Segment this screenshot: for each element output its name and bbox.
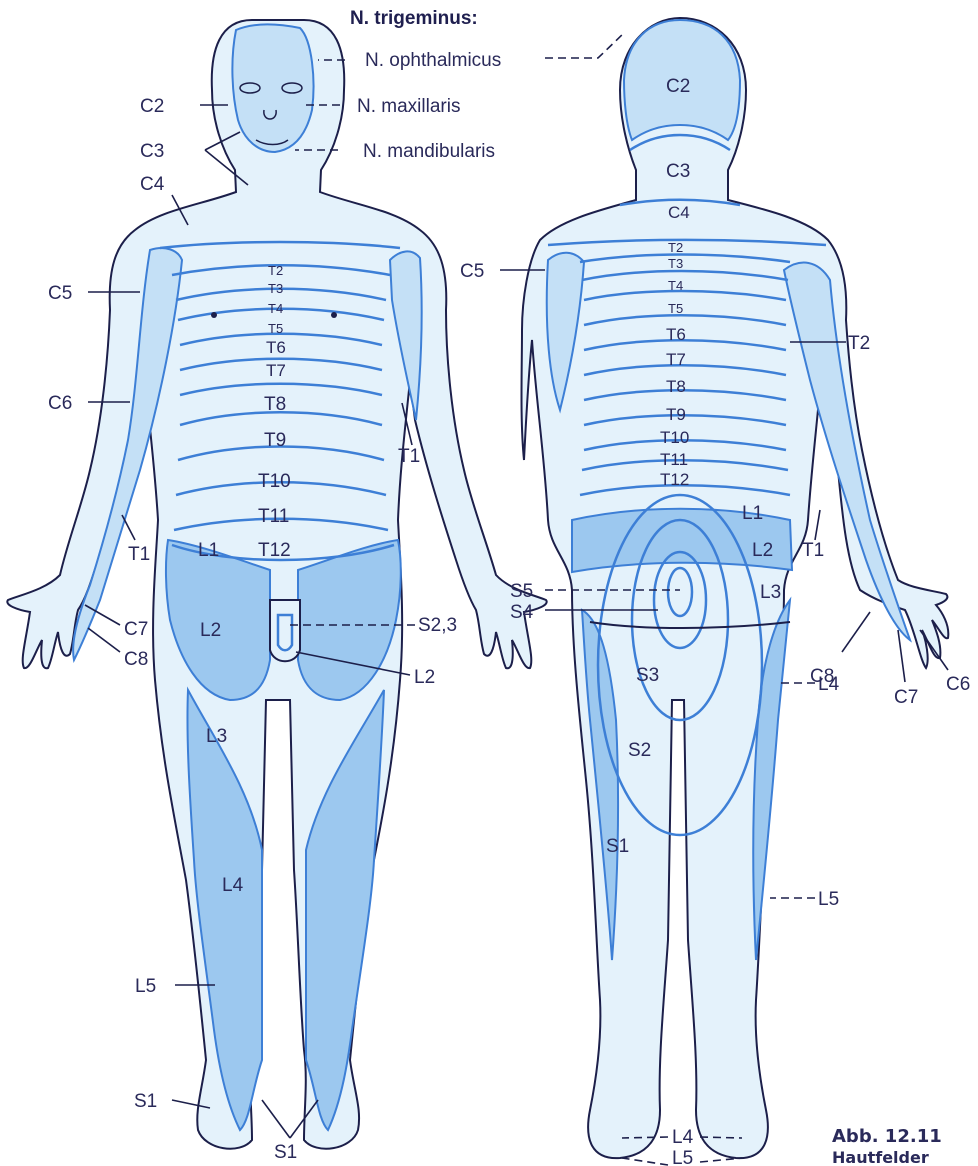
front-label-s1-foot: S1 — [274, 1142, 297, 1163]
back-label-t7: T7 — [666, 350, 686, 369]
back-label-t2: T2 — [668, 240, 683, 255]
front-figure — [7, 20, 546, 1149]
figure-caption: Hautfelder — [832, 1148, 929, 1166]
front-body-outline — [7, 20, 546, 1149]
front-label-t3: T3 — [268, 281, 283, 296]
back-label-t4: T4 — [668, 278, 683, 293]
back-label-c5: C5 — [460, 261, 484, 282]
front-label-t6: T6 — [266, 338, 286, 357]
back-label-l3: L3 — [760, 582, 781, 603]
back-label-t5: T5 — [668, 301, 683, 316]
back-label-t9: T9 — [666, 405, 686, 424]
front-label-l3: L3 — [206, 726, 227, 747]
front-label-c8: C8 — [124, 649, 148, 670]
back-label-s4: S4 — [510, 602, 534, 623]
front-label-c2: C2 — [140, 96, 164, 117]
back-label-c2: C2 — [666, 76, 690, 97]
front-label-t5: T5 — [268, 321, 283, 336]
label-mandibularis: N. mandibularis — [363, 141, 495, 162]
front-label-t11: T11 — [258, 506, 289, 527]
back-label-t1: T1 — [802, 540, 824, 561]
front-label-t2: T2 — [268, 263, 283, 278]
back-label-t11: T11 — [660, 450, 688, 469]
front-label-t8: T8 — [264, 394, 286, 415]
front-label-c4: C4 — [140, 174, 165, 195]
back-label-l5-foot: L5 — [672, 1148, 693, 1166]
back-label-t12: T12 — [660, 470, 689, 489]
back-label-s1: S1 — [606, 836, 629, 857]
back-label-s3: S3 — [636, 665, 659, 686]
back-label-l5-leg: L5 — [818, 889, 839, 910]
back-label-t3: T3 — [668, 256, 683, 271]
front-label-l2-genital: L2 — [414, 667, 435, 688]
back-label-s2: S2 — [628, 740, 651, 761]
front-label-t7: T7 — [266, 361, 286, 380]
front-label-c3: C3 — [140, 141, 164, 162]
back-label-l2: L2 — [752, 540, 773, 561]
back-label-c8: C8 — [810, 666, 834, 687]
front-label-s23: S2,3 — [418, 615, 457, 636]
back-label-c4: C4 — [668, 203, 690, 222]
front-label-l4: L4 — [222, 875, 244, 896]
front-label-t10: T10 — [258, 471, 291, 492]
trigeminus-title: N. trigeminus: — [350, 8, 478, 29]
front-label-t12: T12 — [258, 540, 291, 561]
back-label-t10: T10 — [660, 428, 689, 447]
front-label-l1: L1 — [198, 540, 219, 561]
front-label-l2-thigh: L2 — [200, 620, 221, 641]
back-label-l1: L1 — [742, 503, 763, 524]
back-label-c7: C7 — [894, 687, 918, 708]
front-label-c6: C6 — [48, 393, 72, 414]
back-label-c6: C6 — [946, 674, 970, 695]
front-genital — [270, 600, 300, 661]
front-label-l5: L5 — [135, 976, 156, 997]
back-label-c3: C3 — [666, 161, 690, 182]
back-figure — [522, 18, 949, 1158]
label-ophthalmicus: N. ophthalmicus — [365, 50, 501, 71]
back-label-t8: T8 — [666, 377, 686, 396]
front-label-c5: C5 — [48, 283, 72, 304]
front-label-c7: C7 — [124, 619, 148, 640]
label-maxillaris: N. maxillaris — [357, 96, 460, 117]
back-label-t6: T6 — [666, 325, 686, 344]
front-label-t4: T4 — [268, 301, 283, 316]
back-label-s5: S5 — [510, 581, 533, 602]
front-label-s1-side: S1 — [134, 1091, 157, 1112]
front-label-t1-hand: T1 — [128, 544, 150, 565]
front-label-t9: T9 — [264, 430, 286, 451]
front-label-t1-arm: T1 — [398, 446, 420, 467]
back-label-l4-foot: L4 — [672, 1127, 694, 1148]
back-label-t2-arm: T2 — [848, 333, 870, 354]
figure-number: Abb. 12.11 — [832, 1126, 942, 1147]
